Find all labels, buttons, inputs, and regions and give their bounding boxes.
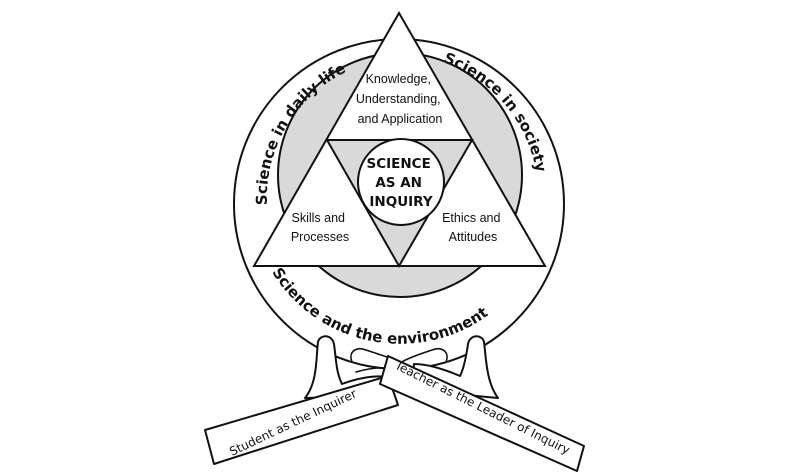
label-knowledge: Knowledge, Understanding, and Applicatio…: [356, 72, 444, 126]
label-skills-processes: Skills and Processes: [291, 211, 349, 244]
label-ethics-attitudes: Ethics and Attitudes: [442, 211, 504, 244]
center-circle: [357, 138, 445, 226]
ribbon-student: Student as the Inquirer: [204, 375, 399, 465]
label-science-inquiry: SCIENCE AS AN INQUIRY: [366, 156, 435, 210]
